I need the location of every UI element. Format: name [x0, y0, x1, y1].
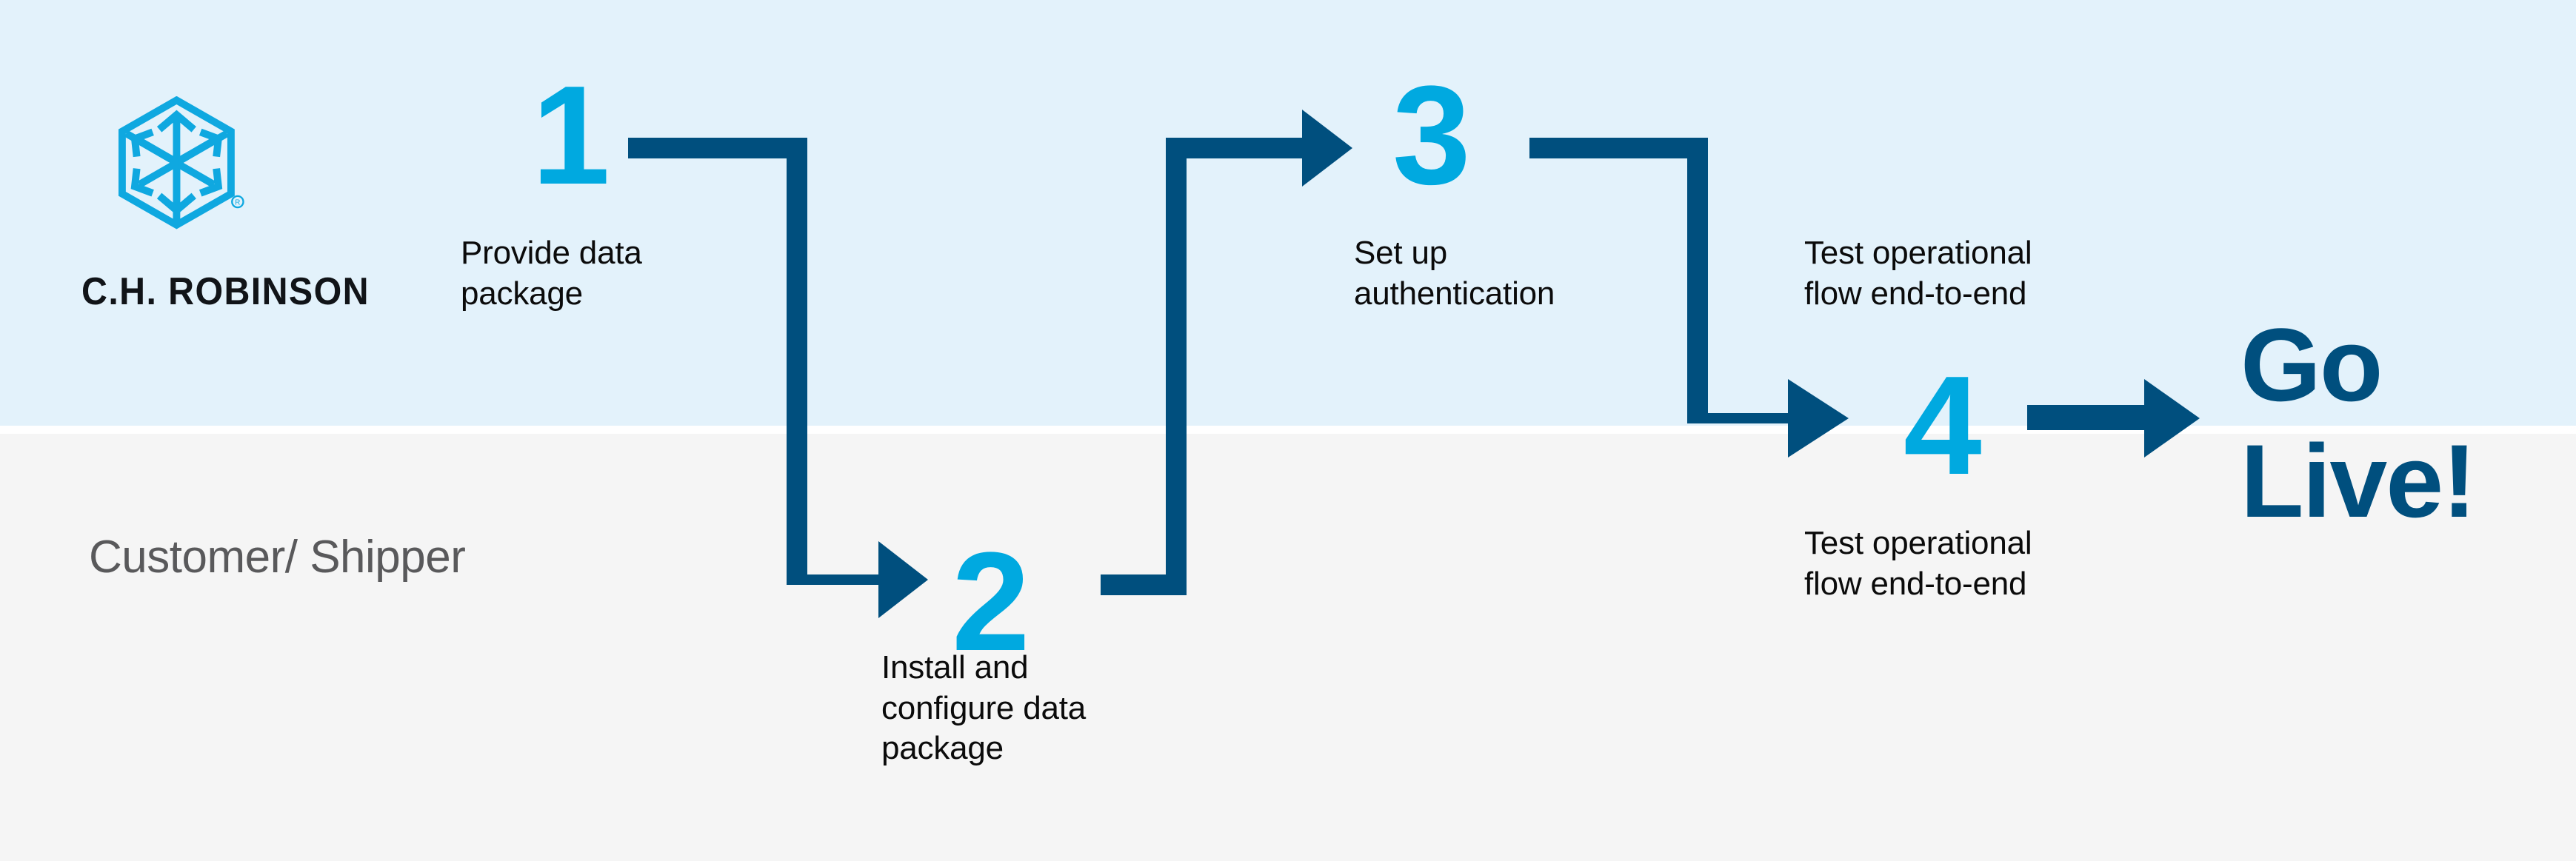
band-divider — [0, 426, 2576, 434]
step-number-2: 2 — [952, 523, 1030, 680]
step-number-3: 3 — [1392, 57, 1471, 214]
svg-text:R: R — [235, 199, 240, 207]
step-caption-4-above: Test operational flow end-to-end — [1804, 235, 2032, 312]
step-caption-4-below: Test operational flow end-to-end — [1804, 525, 2032, 602]
chrobinson-cube-arrows-logo-icon: R — [113, 96, 246, 237]
lane-label-customer-shipper: Customer/ Shipper — [89, 532, 466, 583]
step-caption-1: Provide data package — [461, 235, 642, 312]
brand-logo-block: R C.H. ROBINSON — [81, 96, 370, 314]
brand-wordmark: C.H. ROBINSON — [81, 270, 370, 313]
step-number-4: 4 — [1903, 347, 1982, 504]
outcome-go-live-label: Go Live! — [2240, 306, 2477, 539]
band-chrobinson-lane — [0, 0, 2576, 426]
step-number-1: 1 — [532, 57, 610, 214]
step-caption-3: Set up authentication — [1354, 235, 1555, 312]
step-caption-2: Install and configure data package — [881, 649, 1087, 767]
band-customer-lane — [0, 434, 2576, 861]
